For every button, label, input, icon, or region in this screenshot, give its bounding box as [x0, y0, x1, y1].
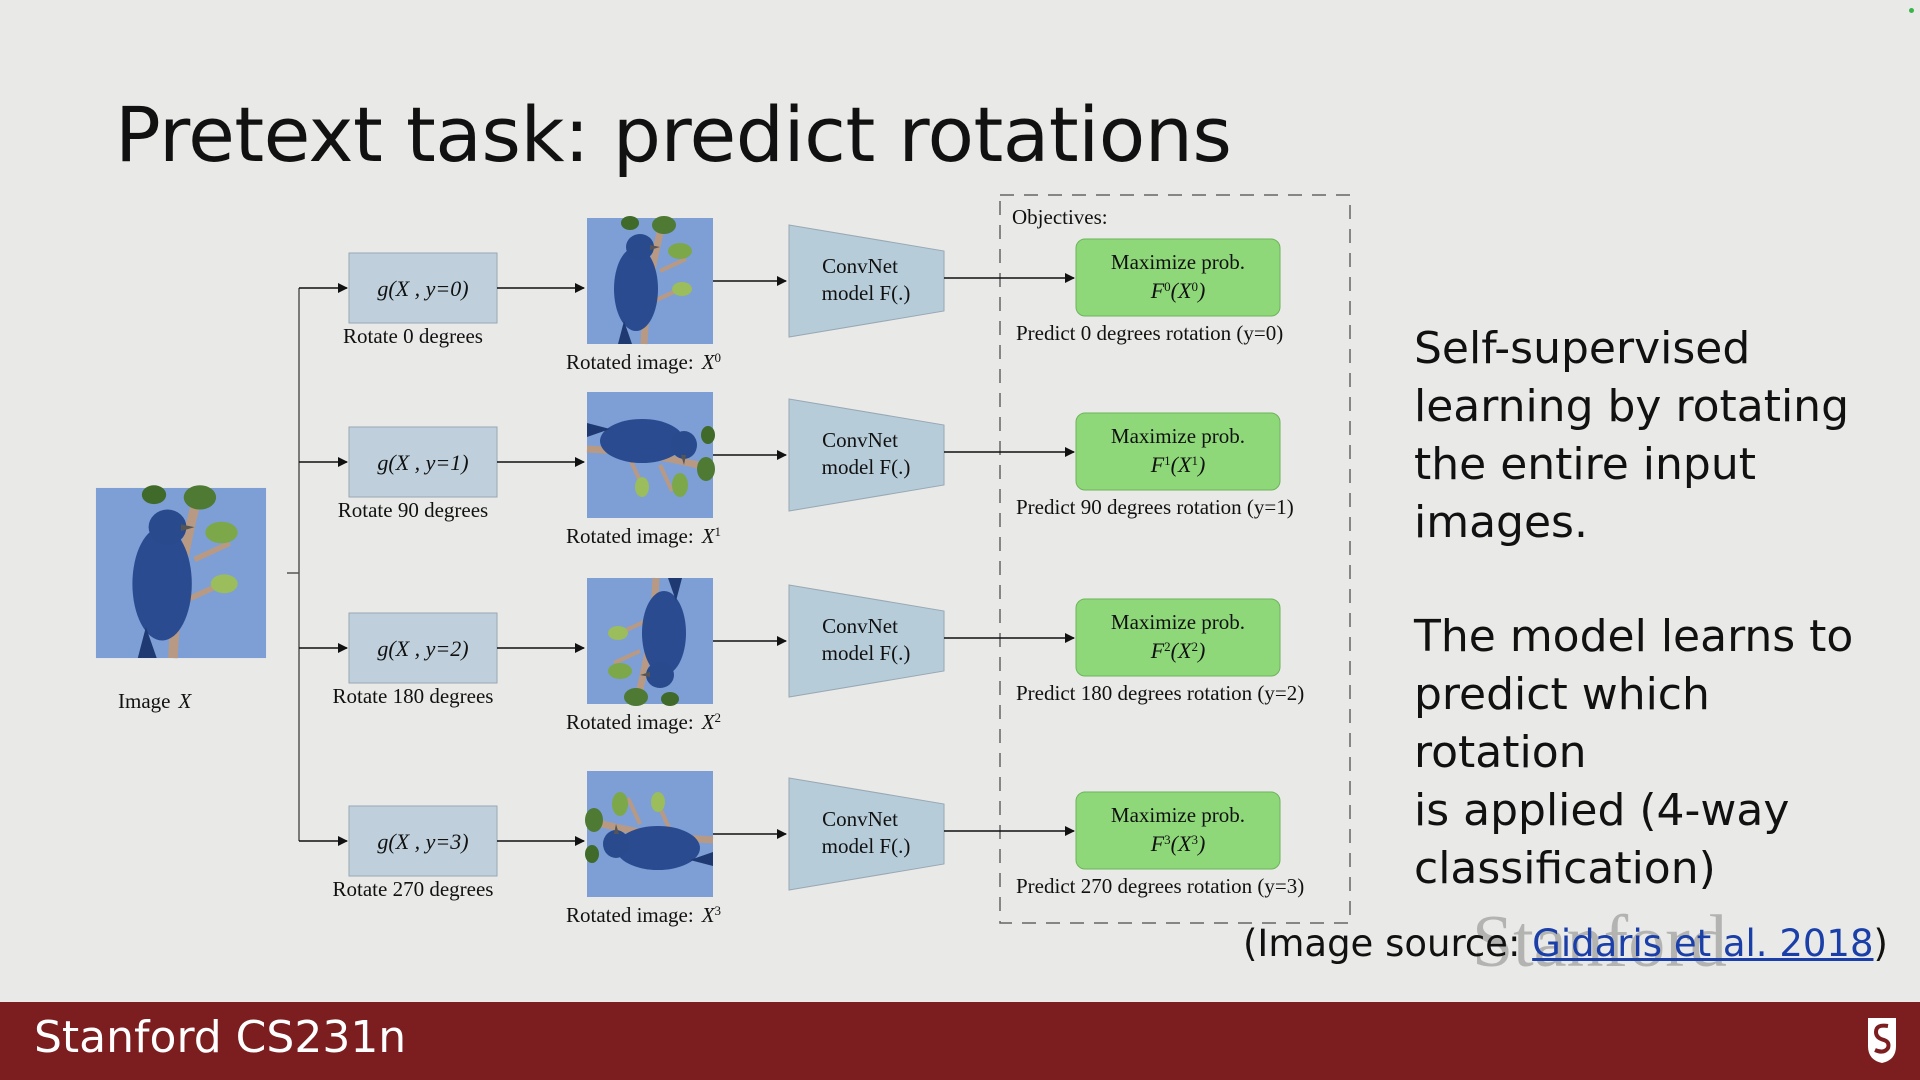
rotate-label: Rotate 270 degrees: [333, 877, 494, 901]
objective-box: [1075, 238, 1281, 317]
predict-label: Predict 180 degrees rotation (y=2): [1016, 681, 1304, 705]
side-text-line: Self-supervised: [1414, 323, 1751, 374]
rotated-image: [587, 392, 715, 518]
objectives-region: [999, 194, 1351, 924]
convnet-label: model F(.): [822, 834, 911, 858]
side-text-line: predict which rotation: [1414, 669, 1710, 778]
caption-prefix: (Image source:: [1243, 922, 1533, 965]
transform-label: g(X , y=0): [377, 276, 468, 301]
convnet-model: [788, 224, 945, 338]
objective-formula: F0(X0): [1150, 278, 1206, 303]
transform-label: g(X , y=3): [377, 829, 468, 854]
predict-label: Predict 0 degrees rotation (y=0): [1016, 321, 1283, 345]
convnet-label: ConvNet: [822, 254, 898, 278]
transform-box: [348, 252, 498, 324]
rotated-image-label: Rotated image:X2: [566, 710, 721, 735]
citation-link[interactable]: Gidaris et al. 2018: [1532, 922, 1874, 965]
convnet-label: model F(.): [822, 641, 911, 665]
rotated-image: [587, 216, 713, 344]
convnet-model: [788, 584, 945, 698]
convnet-label: ConvNet: [822, 428, 898, 452]
footer-bar: [0, 1002, 1920, 1080]
side-text-line: is applied (4-way: [1414, 785, 1790, 836]
objective-box: [1075, 598, 1281, 677]
transform-box: [348, 805, 498, 877]
side-text-model-learns: The model learns to predict which rotati…: [1414, 608, 1894, 898]
objectives-label: Objectives:: [1012, 205, 1108, 229]
rotated-image: [585, 771, 713, 897]
slide-title: Pretext task: predict rotations: [115, 90, 1232, 179]
rotate-label: Rotate 0 degrees: [343, 324, 483, 348]
rotated-image-label: Rotated image:X3: [566, 903, 721, 928]
predict-label: Predict 90 degrees rotation (y=1): [1016, 495, 1294, 519]
side-text-line: classification): [1414, 843, 1716, 894]
convnet-model: [788, 398, 945, 512]
rotated-image-label: Rotated image:X1: [566, 524, 721, 549]
transform-box: [348, 426, 498, 498]
convnet-label: ConvNet: [822, 614, 898, 638]
footer-title: Stanford CS231n: [34, 1012, 407, 1063]
caption-suffix: ): [1873, 922, 1888, 965]
image-source-caption: (Image source: Gidaris et al. 2018): [1243, 922, 1888, 965]
side-text-line: The model learns to: [1414, 611, 1854, 662]
rotated-image: [587, 578, 713, 706]
rotate-label: Rotate 180 degrees: [333, 684, 494, 708]
objective-box: [1075, 791, 1281, 870]
convnet-label: model F(.): [822, 455, 911, 479]
rotated-image-label: Rotated image:X0: [566, 350, 721, 375]
status-dot: [1909, 8, 1914, 13]
objective-formula: F3(X3): [1150, 831, 1206, 856]
stanford-logo-icon: [1868, 1018, 1896, 1063]
convnet-model: [788, 777, 945, 891]
side-text-line: images.: [1414, 497, 1588, 548]
maximize-label: Maximize prob.: [1111, 250, 1245, 274]
predict-label: Predict 270 degrees rotation (y=3): [1016, 874, 1304, 898]
objective-formula: F1(X1): [1150, 452, 1206, 477]
side-text-self-supervised: Self-supervised learning by rotating the…: [1414, 320, 1894, 552]
side-text-line: learning by rotating: [1414, 381, 1849, 432]
rotate-label: Rotate 90 degrees: [338, 498, 488, 522]
stanford-watermark: Stanford: [1472, 901, 1727, 983]
objective-box: [1075, 412, 1281, 491]
transform-label: g(X , y=1): [377, 450, 468, 475]
maximize-label: Maximize prob.: [1111, 610, 1245, 634]
objective-formula: F2(X2): [1150, 638, 1206, 663]
side-text-line: the entire input: [1414, 439, 1756, 490]
input-image: [96, 485, 266, 658]
convnet-label: ConvNet: [822, 807, 898, 831]
maximize-label: Maximize prob.: [1111, 803, 1245, 827]
maximize-label: Maximize prob.: [1111, 424, 1245, 448]
transform-label: g(X , y=2): [377, 636, 468, 661]
convnet-label: model F(.): [822, 281, 911, 305]
